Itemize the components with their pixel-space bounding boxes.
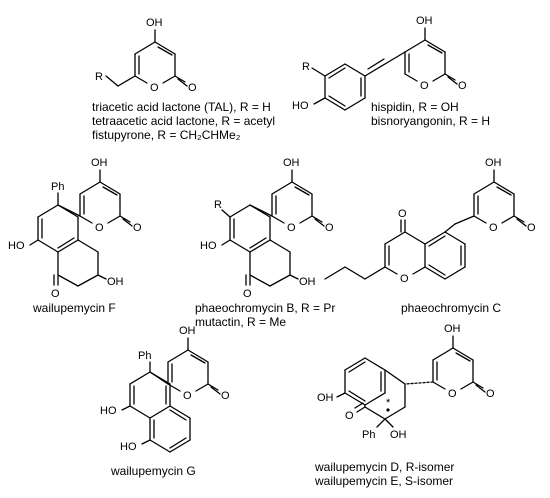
- caption-wailupemycin-g-text: wailupemycin G: [111, 464, 196, 478]
- hispidin-r-label: R: [302, 61, 310, 73]
- caption-tal-line2: tetraacetic acid lactone, R = acetyl: [92, 114, 276, 128]
- wf-carbonyl-o-label: O: [133, 222, 142, 234]
- pc-pyran-o-label: O: [400, 273, 409, 285]
- wg-ph-label: Ph: [138, 350, 151, 362]
- tal-ring-o-label: O: [150, 82, 159, 94]
- pb-ketone-o-label: O: [243, 288, 252, 300]
- wg-ho-label: HO: [100, 405, 117, 417]
- wde-oh-phenol-label: OH: [317, 392, 334, 404]
- pb-oh-label: OH: [283, 157, 300, 169]
- tal-structure: OH O O R: [95, 17, 197, 94]
- pb-ho-label: HO: [200, 240, 217, 252]
- hispidin-ring-o-label: O: [420, 80, 429, 92]
- phaeochromycin-c-structure: OH O O O O: [324, 157, 536, 285]
- wg-carbonyl-o-label: O: [221, 390, 230, 402]
- wg-ring-o-label: O: [183, 390, 192, 402]
- wg-oh-label: OH: [179, 325, 196, 337]
- wailupemycin-de-structure: OH O O OH O Ph OH *: [317, 323, 495, 441]
- wailupemycin-f-structure: OH O O Ph HO O OH: [8, 157, 142, 300]
- pb-oh2-label: OH: [299, 276, 316, 288]
- pb-carbonyl-o-label: O: [325, 222, 334, 234]
- tal-r-label: R: [95, 71, 103, 83]
- caption-wailupemycin-de: wailupemycin D, R-isomer wailupemycin E,…: [315, 460, 454, 488]
- pb-ring-o-label: O: [287, 222, 296, 234]
- wailupemycin-g-structure: OH O O Ph HO HO: [100, 325, 230, 453]
- wde-stereocenter-star: *: [386, 397, 391, 409]
- caption-hispidin-line2: bisnoryangonin, R = H: [371, 114, 491, 128]
- caption-wailupemycin-de-line1: wailupemycin D, R-isomer: [315, 460, 455, 474]
- pc-carbonyl-o-label: O: [527, 222, 536, 234]
- tal-oh-label: OH: [146, 17, 163, 29]
- caption-wailupemycin-f: wailupemycin F: [33, 301, 116, 315]
- hispidin-structure: OH O O R HO: [292, 15, 467, 112]
- caption-wailupemycin-de-line2: wailupemycin E, S-isomer: [315, 474, 454, 488]
- wf-ring-o-label: O: [95, 222, 104, 234]
- pb-r-label: R: [214, 199, 222, 211]
- caption-hispidin: hispidin, R = OH bisnoryangonin, R = H: [371, 100, 490, 128]
- caption-tal: triacetic acid lactone (TAL), R = H tetr…: [92, 100, 275, 142]
- pc-oh-label: OH: [485, 157, 502, 169]
- wf-oh2-label: OH: [107, 276, 124, 288]
- caption-tal-line1: triacetic acid lactone (TAL), R = H: [92, 100, 271, 114]
- wde-ketone-o-label: O: [345, 410, 354, 422]
- wde-ph-label: Ph: [362, 429, 375, 441]
- wde-oh2-label: OH: [390, 429, 407, 441]
- caption-phaeochromycin-b-line2: mutactin, R = Me: [195, 315, 287, 329]
- hispidin-ho-label: HO: [292, 100, 309, 112]
- caption-wailupemycin-f-text: wailupemycin F: [33, 301, 116, 315]
- wg-ho2-label: HO: [120, 441, 137, 453]
- pc-ring-o-label: O: [489, 222, 498, 234]
- tal-carbonyl-o-label: O: [188, 82, 197, 94]
- phaeochromycin-b-structure: OH O O R HO O OH: [200, 157, 334, 300]
- wde-carbonyl-o-label: O: [486, 388, 495, 400]
- wde-ring-o-label: O: [448, 388, 457, 400]
- wf-oh-label: OH: [91, 157, 108, 169]
- caption-wailupemycin-g: wailupemycin G: [111, 464, 196, 478]
- pc-chromone-o-label: O: [398, 208, 407, 220]
- caption-phaeochromycin-b: phaeochromycin B, R = Pr mutactin, R = M…: [195, 301, 335, 329]
- caption-tal-line3: fistupyrone, R = CH₂CHMe₂: [92, 128, 241, 142]
- caption-hispidin-line1: hispidin, R = OH: [371, 100, 459, 114]
- hispidin-carbonyl-o-label: O: [458, 80, 467, 92]
- hispidin-oh-label: OH: [416, 15, 433, 27]
- caption-phaeochromycin-b-line1: phaeochromycin B, R = Pr: [195, 301, 336, 315]
- caption-phaeochromycin-c-text: phaeochromycin C: [401, 301, 502, 315]
- wf-ph-label: Ph: [51, 181, 64, 193]
- wf-lactone-o-label: O: [51, 288, 60, 300]
- wf-ho-label: HO: [8, 240, 25, 252]
- wde-oh-label: OH: [444, 323, 461, 335]
- caption-phaeochromycin-c: phaeochromycin C: [401, 301, 501, 315]
